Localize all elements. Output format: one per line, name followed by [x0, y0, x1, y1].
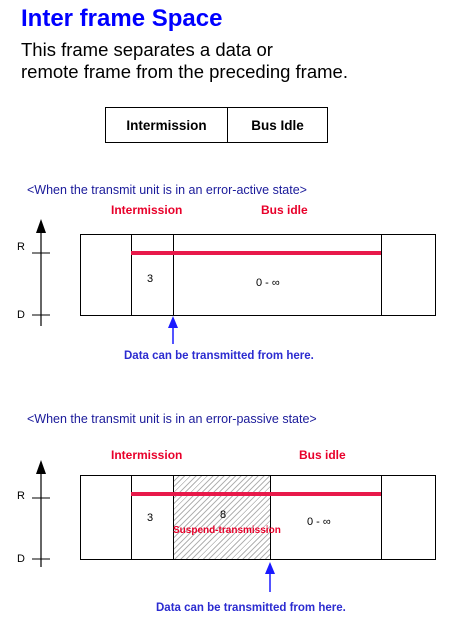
legend-table: Intermission Bus Idle — [105, 107, 328, 143]
error-active-divider — [173, 234, 174, 316]
suspend-transmission-hatch — [174, 476, 270, 559]
error-passive-recessive-line — [131, 492, 381, 496]
error-passive-arrow-icon — [265, 562, 275, 574]
error-active-axis-d: D — [17, 309, 25, 321]
error-active-divider — [381, 234, 382, 316]
error-active-recessive-line — [131, 251, 381, 255]
error-passive-bus-idle-label: Bus idle — [299, 448, 346, 462]
error-active-axis-arrowhead — [36, 219, 46, 233]
error-passive-caption: <When the transmit unit is in an error-p… — [27, 412, 317, 426]
error-passive-divider — [173, 475, 174, 560]
error-passive-suspend-bits: 8 — [220, 509, 227, 521]
error-passive-bus-idle-bits: 0 - ∞ — [307, 516, 331, 528]
description-line-2: remote frame from the preceding frame. — [21, 61, 348, 82]
error-passive-divider — [270, 475, 271, 560]
error-passive-intermission-bits: 3 — [147, 512, 154, 524]
page-title: Inter frame Space — [21, 5, 223, 32]
error-passive-axis-r: R — [17, 490, 25, 502]
description-line-1: This frame separates a data or — [21, 39, 273, 60]
legend-intermission: Intermission — [106, 108, 228, 142]
error-active-bus-idle-label: Bus idle — [261, 203, 308, 217]
error-passive-axis-arrowhead — [36, 460, 46, 474]
error-passive-divider — [381, 475, 382, 560]
error-active-arrow-icon — [168, 316, 178, 328]
error-active-note: Data can be transmitted from here. — [124, 350, 314, 362]
error-active-frame-box — [80, 234, 436, 316]
legend-bus-idle: Bus Idle — [251, 117, 304, 133]
error-active-bus-idle-bits: 0 - ∞ — [256, 277, 280, 289]
error-active-axis-r: R — [17, 241, 25, 253]
error-active-intermission-label: Intermission — [111, 203, 183, 217]
suspend-transmission-label: Suspend-transmission — [173, 525, 281, 536]
error-passive-intermission-label: Intermission — [111, 448, 183, 462]
error-passive-note: Data can be transmitted from here. — [156, 602, 346, 614]
error-passive-divider — [131, 475, 132, 560]
error-active-divider — [131, 234, 132, 316]
error-passive-axis-d: D — [17, 553, 25, 565]
error-active-intermission-bits: 3 — [147, 273, 154, 285]
error-active-caption: <When the transmit unit is in an error-a… — [27, 183, 307, 197]
